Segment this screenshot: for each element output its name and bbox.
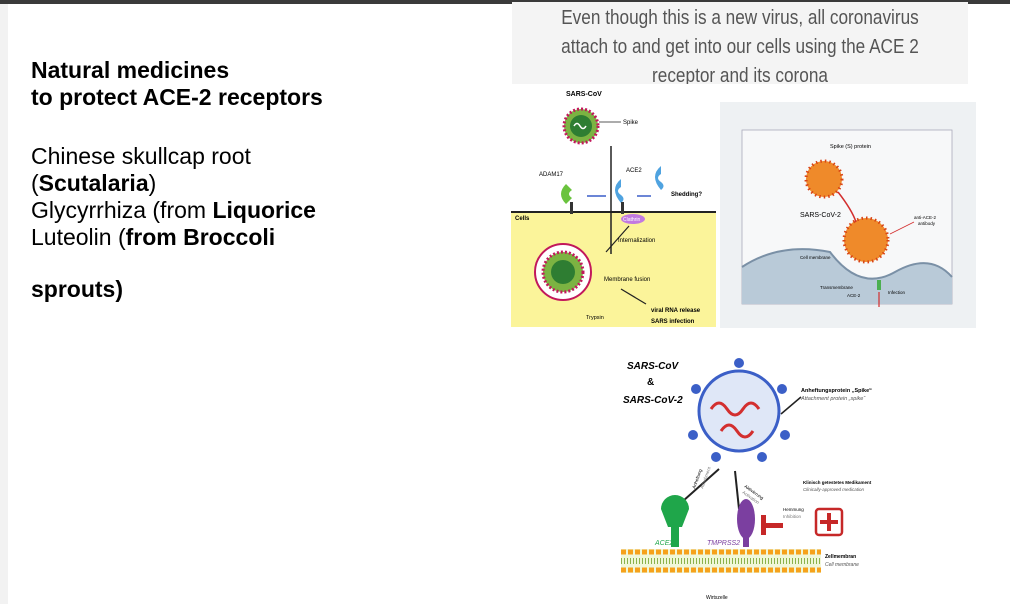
label-cells: Cells (515, 216, 530, 222)
medication-plus-icon (814, 507, 844, 537)
remedy-bold: Scutalaria (38, 170, 149, 196)
heading-line-2: to protect ACE-2 receptors (31, 84, 323, 110)
remedy-item-sprouts: sprouts) (31, 276, 123, 302)
ace2-receptor-icon (615, 166, 664, 214)
virus-icon (804, 159, 890, 264)
remedy-bold: Liquorice (212, 197, 316, 223)
label-ace2: ACE2 (654, 540, 673, 547)
label-attachment-de: Anheftung (691, 468, 703, 489)
remedy-text: Chinese skullcap root (31, 143, 251, 169)
label-host-cell: Wirtszelle (706, 595, 728, 601)
label-medication-de: Klinisch getestetes Medikament (803, 480, 872, 485)
cell-membrane-icon (621, 549, 821, 573)
label-shedding: Shedding? (671, 192, 702, 198)
label-ace2-transmembrane: ACE-2 (847, 293, 861, 298)
remedy-list: Chinese skullcap root (Scutalaria) Glycy… (31, 143, 355, 251)
label-cell-membrane: Cell membrane (800, 255, 831, 260)
label-ampersand: & (647, 377, 654, 388)
remedy-text: ) (148, 170, 157, 196)
label-inhibition-de: Hemmung (783, 507, 804, 512)
label-transmembrane: Transmembrane (820, 285, 853, 290)
caption-text: Even though this is a new virus, all cor… (561, 7, 919, 87)
window-top-bar (0, 0, 1010, 4)
label-attach-en: Attachment protein „spike“ (800, 396, 866, 402)
label-inhibition-en: Inhibition (783, 514, 802, 519)
label-internalization: Internalization (618, 238, 655, 244)
label-rna-release: viral RNA release (651, 308, 701, 314)
label-antibody: antibody (918, 221, 936, 226)
remedy-text: ( (31, 170, 39, 196)
label-medication-en: Clinically-approved medication (803, 487, 865, 492)
label-spike: Spike (623, 120, 639, 126)
caption-box (512, 2, 968, 84)
label-tmprss2: TMPRSS2 (707, 540, 740, 547)
adam17-receptor-icon (561, 184, 573, 214)
diagram-tmprss2: SARS-CoV & SARS-CoV-2 Anheftungsprotein … (611, 349, 879, 604)
virus-icon (688, 358, 790, 462)
label-sars-cov-2: SARS-CoV-2 (623, 395, 683, 406)
label-ace2: ACE2 (626, 168, 642, 174)
slide-left-edge (0, 4, 8, 604)
slide-heading: Natural medicines to protect ACE-2 recep… (31, 57, 353, 111)
inhibitor-icon (761, 515, 783, 535)
remedy-item-luteolin: Luteolin (from Broccoli (31, 224, 355, 251)
remedy-item-scutalaria: (Scutalaria) (31, 170, 355, 197)
label-sars-infection: SARS infection (651, 319, 695, 325)
ace2-receptor-icon (661, 495, 689, 547)
label-membrane-en: Cell membrane (825, 562, 859, 568)
virus-icon (562, 107, 600, 145)
cell-membrane-shape (742, 249, 952, 304)
remedy-text: Luteolin ( (31, 224, 126, 250)
label-sars: SARS-CoV (566, 91, 602, 98)
tmprss2-icon (737, 499, 755, 547)
label-membrane-de: Zellmembran (825, 554, 856, 560)
label-infection: Infection (888, 290, 906, 295)
label-attach-de: Anheftungsprotein „Spike“ (801, 388, 872, 394)
label-fusion: Membrane fusion (604, 277, 650, 283)
remedy-item-skullcap: Chinese skullcap root (31, 143, 355, 170)
label-spike-protein: Spike (S) protein (830, 144, 871, 150)
diagram-sars-entry: SARS-CoV Spike ADAM17 ACE2 Shedding? Cel… (511, 84, 716, 327)
remedy-item-glycyrrhiza: Glycyrrhiza (from Liquorice (31, 197, 355, 224)
label-trypsin: Trypsin (586, 315, 604, 321)
label-sars-cov-2: SARS-CoV-2 (800, 212, 841, 219)
remedy-bold: from Broccoli (125, 224, 276, 250)
heading-line-1: Natural medicines (31, 57, 230, 83)
label-sars-cov: SARS-CoV (627, 361, 679, 372)
label-adam17: ADAM17 (539, 172, 564, 178)
label-clathrin: Clathrin (623, 217, 640, 223)
endosome-icon (534, 243, 592, 301)
remedy-text: Glycyrrhiza (from (31, 197, 213, 223)
diagram-anti-ace2: Spike (S) protein SARS-CoV-2 anti-ACE-2 … (720, 102, 976, 328)
label-anti-ace2: anti-ACE-2 (914, 215, 937, 220)
